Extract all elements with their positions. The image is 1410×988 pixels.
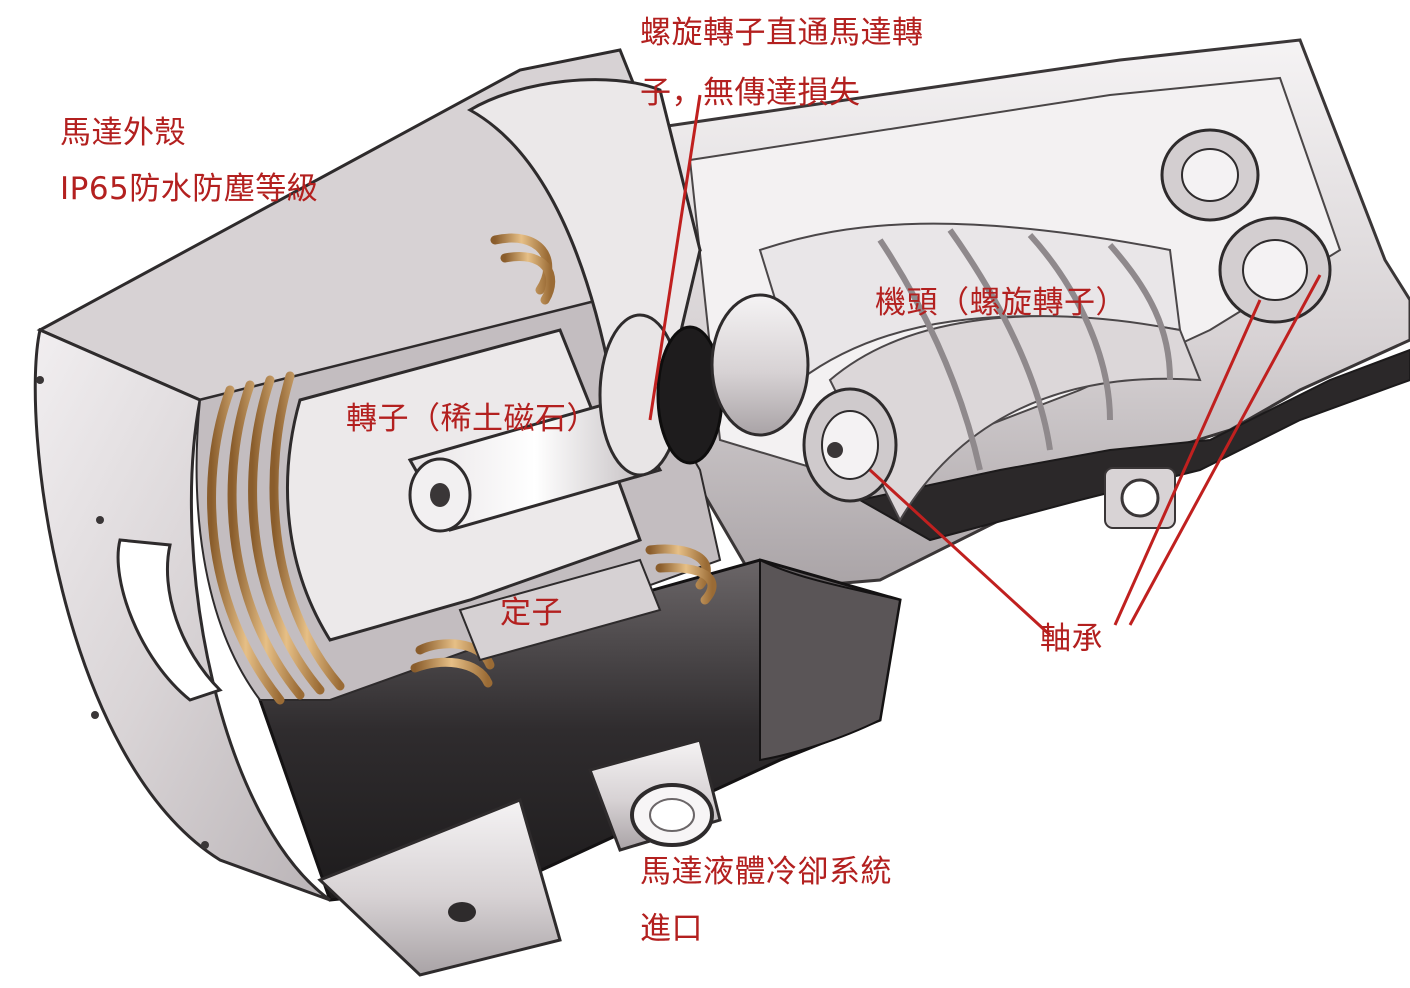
label-motor-housing: 馬達外殼 (60, 115, 186, 151)
label-cooling-line1: 馬達液體冷卻系統 (640, 854, 892, 890)
screw-rotors (758, 222, 1202, 523)
label-stator: 定子 (500, 595, 563, 631)
bearing-rear-lower (1218, 216, 1332, 324)
leader-bearing-rear-1 (1113, 299, 1262, 626)
leader-bearing-front (868, 468, 1052, 637)
bearing-rear-upper (1160, 128, 1260, 222)
label-direct-drive-line2: 子，無傳達損失 (640, 75, 861, 111)
rotor-shaft (407, 293, 810, 533)
label-ip-rating: IP65防水防塵等級 (60, 171, 319, 207)
label-bearing: 軸承 (1040, 621, 1103, 657)
bearing-front (802, 387, 898, 503)
leader-lines (648, 94, 1322, 637)
cooling-inlet-pipe (588, 738, 722, 852)
label-direct-drive-line1: 螺旋轉子直通馬達轉 (640, 15, 924, 51)
stator-windings (207, 233, 717, 705)
mounting-foot (317, 797, 562, 977)
leader-direct-drive (648, 94, 702, 421)
label-cooling-line2: 進口 (640, 911, 703, 947)
leader-bearing-rear-2 (1128, 274, 1322, 626)
label-rotor: 轉子（稀土磁石） (346, 401, 598, 437)
label-airend: 機頭（螺旋轉子） (875, 285, 1127, 321)
